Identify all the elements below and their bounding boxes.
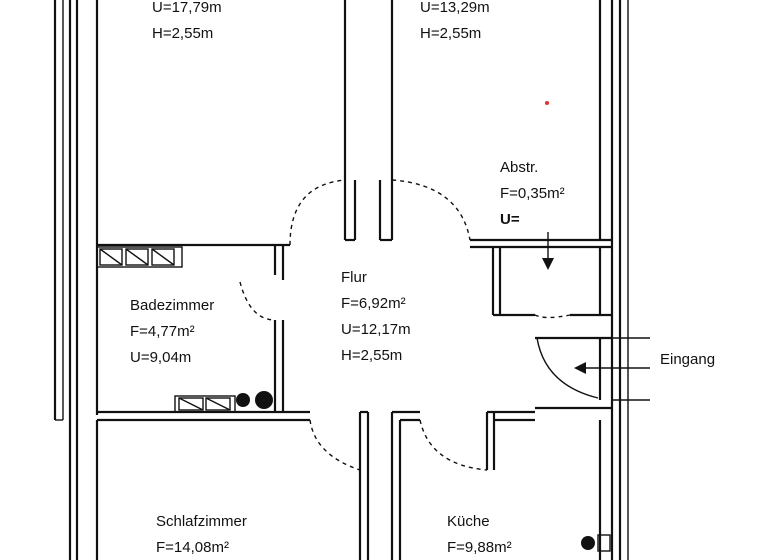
- storage-room-F: F=0,35m²: [500, 185, 565, 202]
- storage-room-U: U=: [500, 211, 520, 228]
- bathroom-fixtures: [96, 246, 273, 413]
- kitchen-fixtures: [581, 534, 611, 552]
- bathroom-walls: [95, 243, 290, 422]
- top-rooms-walls: [95, 0, 602, 245]
- entrance-door: [535, 336, 650, 410]
- bedroom-F: F=14,08m²: [156, 539, 229, 556]
- top-left-room-U: U=17,79m: [152, 0, 222, 16]
- door-swings: [239, 179, 571, 471]
- storage-arrow-icon: [542, 232, 554, 270]
- top-right-room-U: U=13,29m: [420, 0, 490, 16]
- outer-walls: [53, 0, 629, 560]
- marker-dot-icon: [545, 101, 549, 105]
- bedroom-name: Schlafzimmer: [156, 513, 247, 530]
- kitchen-F: F=9,88m²: [447, 539, 512, 556]
- storage-walls: [470, 238, 612, 317]
- storage-room-name: Abstr.: [500, 159, 538, 176]
- top-right-room-H: H=2,55m: [420, 25, 481, 42]
- bathroom-name: Badezimmer: [130, 297, 214, 314]
- bathroom-F: F=4,77m²: [130, 323, 195, 340]
- kitchen-name: Küche: [447, 513, 490, 530]
- hallway-F: F=6,92m²: [341, 295, 406, 312]
- hallway-H: H=2,55m: [341, 347, 402, 364]
- entrance-arrow-icon: [574, 362, 650, 374]
- hallway-U: U=12,17m: [341, 321, 411, 338]
- entrance-label: Eingang: [660, 351, 715, 368]
- bottom-rooms-walls: [95, 410, 602, 560]
- top-left-room-H: H=2,55m: [152, 25, 213, 42]
- bathroom-U: U=9,04m: [130, 349, 191, 366]
- hallway-name: Flur: [341, 269, 367, 286]
